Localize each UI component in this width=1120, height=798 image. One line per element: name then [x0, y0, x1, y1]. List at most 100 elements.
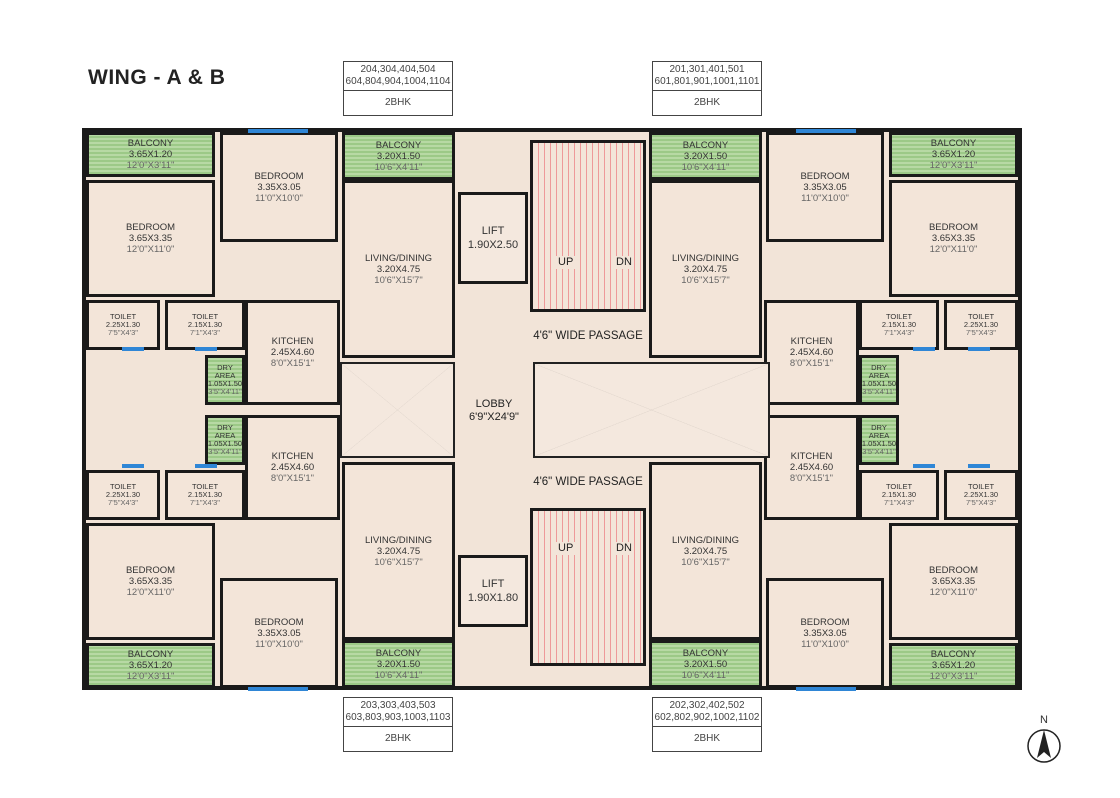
room-imperial: 12'0"X11'0" [126, 587, 175, 598]
unit-type: 2BHK [384, 97, 412, 108]
unit-type: 2BHK [693, 97, 721, 108]
room-imperial: 3'5"X4'11" [862, 447, 896, 456]
room-name: LIVING/DINING [364, 534, 433, 546]
window [195, 464, 217, 468]
stairs-up-label: UP [556, 256, 576, 269]
room-imperial: 10'6"X15'7" [681, 274, 730, 286]
room-imperial: 7'5"X4'3" [966, 498, 996, 507]
room-metric: 2.15X1.30 [881, 320, 917, 329]
room-metric: 3.65X1.20 [931, 149, 976, 160]
window [796, 129, 856, 133]
room-name: BEDROOM [800, 170, 850, 182]
room-metric: 3.20X1.50 [376, 150, 421, 162]
room-name: BALCONY [930, 649, 977, 660]
room-name: TOILET [191, 312, 219, 321]
room-name: KITCHEN [271, 451, 314, 462]
room-imperial: 12'0"X11'0" [929, 244, 978, 255]
stairs-down-label: DN [614, 256, 634, 269]
room-metric: 3.65X1.20 [128, 149, 173, 160]
unit-type: 2BHK [384, 733, 412, 744]
room-name: DRY AREA [868, 363, 890, 380]
room-imperial: 7'1"X4'3" [190, 498, 220, 507]
room-metric: 3.65X1.20 [128, 660, 173, 671]
lobby-name: LOBBY [475, 398, 513, 410]
room-name: TOILET [885, 482, 913, 491]
open-shaft [340, 362, 455, 458]
stairs-down-label: DN [614, 542, 634, 555]
unit-type: 2BHK [693, 733, 721, 744]
room-imperial: 10'6"X4'11" [374, 669, 423, 681]
room-metric: 3.20X1.50 [683, 150, 728, 162]
room-metric: 3.65X3.35 [128, 576, 173, 587]
room-imperial: 7'5"X4'3" [108, 328, 138, 337]
lift-size: 1.90X2.50 [467, 239, 519, 251]
window [248, 129, 308, 133]
room-imperial: 11'0"X10'0" [255, 638, 303, 650]
window [796, 687, 856, 691]
room-name: BALCONY [930, 138, 977, 149]
room-metric: 2.25X1.30 [963, 320, 999, 329]
window [122, 347, 144, 351]
room-name: BALCONY [127, 649, 174, 660]
room-imperial: 8'0"X15'1" [789, 358, 834, 369]
unit-numbers-line2: 603,803,903,1003,1103 [345, 712, 451, 723]
room-metric: 3.35X3.05 [257, 627, 301, 639]
room-imperial: 11'0"X10'0" [801, 192, 849, 204]
room-imperial: 10'6"X4'11" [681, 161, 730, 173]
room-metric: 2.45X4.60 [270, 347, 315, 358]
room-name: TOILET [191, 482, 219, 491]
room-name: KITCHEN [271, 336, 314, 347]
unit-numbers-line2: 602,802,902,1002,1102 [654, 712, 760, 723]
room-metric: 2.45X4.60 [789, 347, 834, 358]
unit-numbers-line1: 202,302,402,502 [669, 700, 745, 711]
room-metric: 2.15X1.30 [881, 490, 917, 499]
room-name: DRY AREA [214, 423, 236, 440]
window [968, 347, 990, 351]
room-name: BALCONY [375, 139, 422, 151]
room-imperial: 3'5"X4'11" [862, 387, 896, 396]
room-metric: 3.65X3.35 [128, 233, 173, 244]
room-name: TOILET [967, 312, 995, 321]
room-imperial: 8'0"X15'1" [789, 473, 834, 484]
room-metric: 3.35X3.05 [257, 181, 301, 193]
room-imperial: 11'0"X10'0" [255, 192, 303, 204]
room-metric: 1.05X1.50 [861, 439, 897, 448]
room-metric: 3.20X1.50 [683, 658, 728, 670]
room-name: BEDROOM [125, 222, 176, 233]
room-imperial: 7'5"X4'3" [108, 498, 138, 507]
lift-size: 1.90X1.80 [467, 592, 519, 604]
room-imperial: 12'0"X3'11" [929, 160, 978, 171]
room-name: BEDROOM [125, 565, 176, 576]
room-metric: 2.25X1.30 [963, 490, 999, 499]
room-name: BEDROOM [928, 565, 979, 576]
unit-numbers-line1: 203,303,403,503 [360, 700, 436, 711]
lobby-size: 6'9"X24'9" [469, 411, 519, 423]
room-metric: 3.20X1.50 [376, 658, 421, 670]
room-imperial: 10'6"X4'11" [681, 669, 730, 681]
room-metric: 1.05X1.50 [207, 439, 243, 448]
room-metric: 2.15X1.30 [187, 490, 223, 499]
